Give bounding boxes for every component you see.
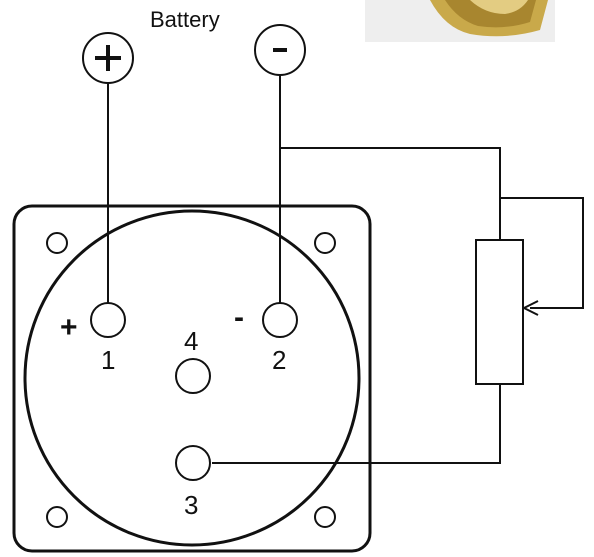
wire-pin3-return xyxy=(212,384,501,464)
variable-resistor xyxy=(475,239,524,385)
pin-1-number: 1 xyxy=(101,345,115,375)
wiper-arrow-icon xyxy=(523,300,539,316)
battery-label: Battery xyxy=(150,7,220,32)
pin-1-sign: + xyxy=(60,311,78,344)
pin-4-number: 4 xyxy=(184,326,198,356)
pin-2 xyxy=(262,302,298,338)
mounting-hole-bottom-left xyxy=(46,506,68,528)
mounting-hole-top-left xyxy=(46,232,68,254)
pin-4 xyxy=(175,358,211,394)
pin-2-number: 2 xyxy=(272,345,286,375)
battery-negative-terminal xyxy=(254,24,306,76)
battery-positive-terminal xyxy=(82,32,134,84)
brass-fitting-photo xyxy=(365,0,555,42)
pin-3 xyxy=(175,445,211,481)
mounting-hole-bottom-right xyxy=(314,506,336,528)
pin-2-sign: - xyxy=(234,301,244,334)
wire-to-resistor-top xyxy=(280,147,501,240)
wire-wiper-loop xyxy=(500,197,584,309)
pin-3-number: 3 xyxy=(184,490,198,520)
mounting-hole-top-right xyxy=(314,232,336,254)
pin-1 xyxy=(90,302,126,338)
